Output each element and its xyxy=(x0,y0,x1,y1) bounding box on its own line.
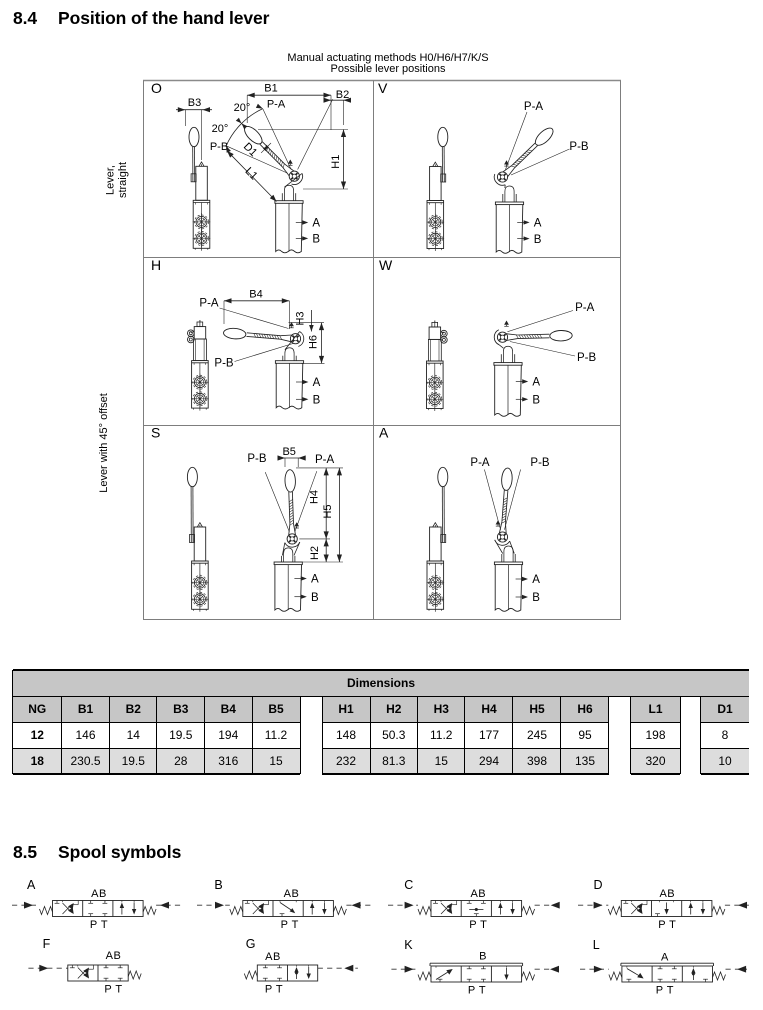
svg-text:L1: L1 xyxy=(243,165,260,182)
svg-text:AB: AB xyxy=(470,888,486,900)
svg-text:B: B xyxy=(532,592,540,604)
svg-text:P-A: P-A xyxy=(575,302,595,314)
svg-text:straight: straight xyxy=(117,162,129,198)
svg-text:C: C xyxy=(404,878,413,892)
svg-text:A: A xyxy=(534,218,542,230)
svg-text:20°: 20° xyxy=(234,102,251,114)
svg-text:B: B xyxy=(313,395,321,407)
svg-text:B: B xyxy=(534,234,542,246)
svg-text:B: B xyxy=(312,234,320,246)
svg-text:P T: P T xyxy=(469,919,487,931)
svg-text:V: V xyxy=(378,80,388,96)
svg-text:P-B: P-B xyxy=(210,141,228,153)
svg-text:P T: P T xyxy=(658,919,676,931)
svg-text:H2: H2 xyxy=(309,546,321,560)
svg-text:B5: B5 xyxy=(282,446,295,458)
svg-text:P-B: P-B xyxy=(247,453,267,465)
svg-text:D: D xyxy=(594,878,603,892)
svg-text:A: A xyxy=(661,951,669,963)
svg-text:Lever,: Lever, xyxy=(105,165,117,195)
svg-text:H: H xyxy=(151,257,161,273)
svg-text:P-B: P-B xyxy=(530,457,550,469)
svg-text:AB: AB xyxy=(284,888,300,900)
svg-text:F: F xyxy=(43,937,51,951)
svg-text:G: G xyxy=(246,937,256,951)
svg-text:P T: P T xyxy=(104,983,122,995)
svg-text:P T: P T xyxy=(281,919,299,931)
svg-text:P T: P T xyxy=(90,919,108,931)
svg-text:H5: H5 xyxy=(322,504,334,518)
svg-text:A: A xyxy=(532,574,540,586)
svg-text:P T: P T xyxy=(656,984,674,996)
svg-text:P-B: P-B xyxy=(214,358,234,370)
svg-text:P-A: P-A xyxy=(524,101,544,113)
svg-text:AB: AB xyxy=(659,888,675,900)
svg-text:P T: P T xyxy=(265,983,283,995)
svg-text:AB: AB xyxy=(91,888,107,900)
svg-text:P-B: P-B xyxy=(569,141,589,153)
svg-text:Lever with 45° offset: Lever with 45° offset xyxy=(98,393,110,493)
svg-text:B: B xyxy=(311,592,319,604)
svg-text:A: A xyxy=(312,218,320,230)
svg-text:B: B xyxy=(479,950,487,962)
svg-text:P-A: P-A xyxy=(315,454,335,466)
svg-text:AB: AB xyxy=(265,951,281,963)
svg-text:S: S xyxy=(151,425,160,441)
svg-text:A: A xyxy=(532,377,540,389)
svg-text:B3: B3 xyxy=(188,97,201,109)
svg-text:A: A xyxy=(27,878,36,892)
svg-text:L: L xyxy=(593,938,600,952)
svg-text:P-A: P-A xyxy=(267,99,286,111)
svg-text:H6: H6 xyxy=(308,335,320,349)
svg-text:P-A: P-A xyxy=(199,298,219,310)
svg-text:B: B xyxy=(532,395,540,407)
svg-text:B2: B2 xyxy=(336,89,349,101)
svg-text:B: B xyxy=(214,878,222,892)
svg-text:B4: B4 xyxy=(249,288,262,300)
svg-text:H4: H4 xyxy=(309,490,321,504)
svg-text:20°: 20° xyxy=(212,123,229,135)
svg-text:W: W xyxy=(379,257,393,273)
svg-text:H3: H3 xyxy=(295,311,307,325)
svg-text:O: O xyxy=(151,80,162,96)
svg-text:K: K xyxy=(404,938,413,952)
svg-text:H1: H1 xyxy=(330,155,342,169)
svg-text:AB: AB xyxy=(106,950,122,962)
svg-text:B1: B1 xyxy=(264,83,277,95)
svg-text:P-B: P-B xyxy=(577,352,597,364)
svg-text:P T: P T xyxy=(468,984,486,996)
svg-text:A: A xyxy=(311,574,319,586)
svg-text:A: A xyxy=(379,425,389,441)
svg-text:A: A xyxy=(313,377,321,389)
svg-text:P-A: P-A xyxy=(470,457,490,469)
